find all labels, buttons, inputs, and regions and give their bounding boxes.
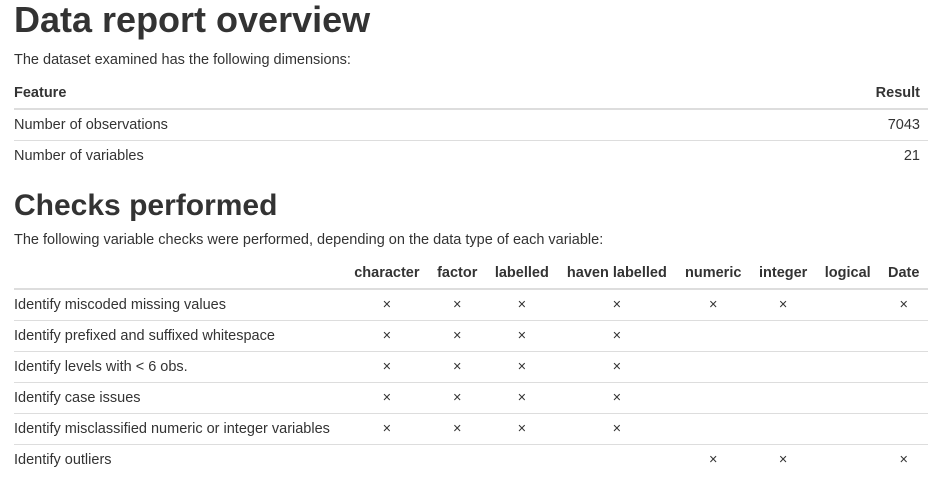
checks-table: character factor labelled haven labelled… [14, 258, 928, 475]
empty-check-cell [879, 351, 928, 383]
check-name-column-header [14, 258, 346, 290]
table-header-row: character factor labelled haven labelled… [14, 258, 928, 290]
type-column-header: logical [816, 258, 880, 290]
check-mark-cell: × [557, 288, 677, 321]
empty-check-cell [750, 413, 817, 445]
feature-column-header: Feature [14, 78, 680, 110]
check-mark-cell: × [676, 444, 751, 475]
type-column-header: labelled [486, 258, 558, 290]
empty-check-cell [816, 320, 880, 352]
empty-check-cell [879, 382, 928, 414]
check-mark-cell: × [750, 444, 817, 475]
check-mark-cell: × [428, 413, 487, 445]
check-mark-cell: × [879, 288, 928, 321]
empty-check-cell [557, 444, 677, 475]
check-mark-cell: × [345, 288, 429, 321]
empty-check-cell [750, 351, 817, 383]
checks-table-header: character factor labelled haven labelled… [14, 258, 928, 290]
report-page: Data report overview The dataset examine… [14, 0, 928, 475]
check-mark-cell: × [486, 382, 558, 414]
empty-check-cell [750, 382, 817, 414]
type-column-header: haven labelled [557, 258, 677, 290]
check-mark-cell: × [486, 288, 558, 321]
table-row: Identify case issues×××× [14, 382, 928, 414]
check-mark-cell: × [428, 382, 487, 414]
type-column-header: numeric [676, 258, 751, 290]
type-column-header: factor [428, 258, 487, 290]
page-title: Data report overview [14, 0, 371, 40]
empty-check-cell [816, 288, 880, 321]
check-mark-cell: × [486, 351, 558, 383]
check-mark-cell: × [486, 320, 558, 352]
type-column-header: integer [750, 258, 817, 290]
feature-cell: Number of observations [14, 108, 680, 141]
table-row: Identify levels with < 6 obs.×××× [14, 351, 928, 383]
check-label-cell: Identify prefixed and suffixed whitespac… [14, 320, 346, 352]
check-label-cell: Identify misclassified numeric or intege… [14, 413, 346, 445]
check-mark-cell: × [676, 288, 751, 321]
dimensions-intro-text: The dataset examined has the following d… [14, 52, 351, 68]
check-mark-cell: × [557, 320, 677, 352]
dimensions-table-header: Feature Result [14, 78, 928, 110]
check-mark-cell: × [557, 351, 677, 383]
check-mark-cell: × [345, 382, 429, 414]
check-label-cell: Identify miscoded missing values [14, 288, 346, 321]
check-mark-cell: × [345, 320, 429, 352]
check-mark-cell: × [557, 382, 677, 414]
result-cell: 7043 [679, 108, 928, 141]
empty-check-cell [676, 320, 751, 352]
result-column-header: Result [679, 78, 928, 110]
check-mark-cell: × [557, 413, 677, 445]
empty-check-cell [879, 413, 928, 445]
table-row: Identify outliers××× [14, 444, 928, 475]
empty-check-cell [879, 320, 928, 352]
table-row: Number of observations 7043 [14, 108, 928, 141]
dimensions-table-body: Number of observations 7043 Number of va… [14, 108, 928, 171]
check-mark-cell: × [428, 288, 487, 321]
check-mark-cell: × [750, 288, 817, 321]
check-mark-cell: × [345, 413, 429, 445]
check-mark-cell: × [345, 351, 429, 383]
empty-check-cell [676, 351, 751, 383]
empty-check-cell [676, 413, 751, 445]
check-mark-cell: × [486, 413, 558, 445]
checks-intro-text: The following variable checks were perfo… [14, 232, 604, 248]
type-column-header: character [345, 258, 429, 290]
table-row: Identify prefixed and suffixed whitespac… [14, 320, 928, 352]
empty-check-cell [676, 382, 751, 414]
checks-section-title: Checks performed [14, 189, 278, 222]
empty-check-cell [486, 444, 558, 475]
empty-check-cell [816, 444, 880, 475]
check-label-cell: Identify outliers [14, 444, 346, 475]
result-cell: 21 [679, 140, 928, 171]
check-label-cell: Identify case issues [14, 382, 346, 414]
checks-table-body: Identify miscoded missing values×××××××I… [14, 288, 928, 475]
check-mark-cell: × [879, 444, 928, 475]
empty-check-cell [750, 320, 817, 352]
empty-check-cell [816, 351, 880, 383]
empty-check-cell [345, 444, 429, 475]
check-label-cell: Identify levels with < 6 obs. [14, 351, 346, 383]
empty-check-cell [816, 413, 880, 445]
table-row: Number of variables 21 [14, 140, 928, 171]
type-column-header: Date [879, 258, 928, 290]
empty-check-cell [428, 444, 487, 475]
empty-check-cell [816, 382, 880, 414]
table-row: Identify miscoded missing values××××××× [14, 288, 928, 321]
check-mark-cell: × [428, 351, 487, 383]
table-row: Identify misclassified numeric or intege… [14, 413, 928, 445]
table-header-row: Feature Result [14, 78, 928, 110]
dimensions-table: Feature Result Number of observations 70… [14, 78, 928, 171]
feature-cell: Number of variables [14, 140, 680, 171]
check-mark-cell: × [428, 320, 487, 352]
